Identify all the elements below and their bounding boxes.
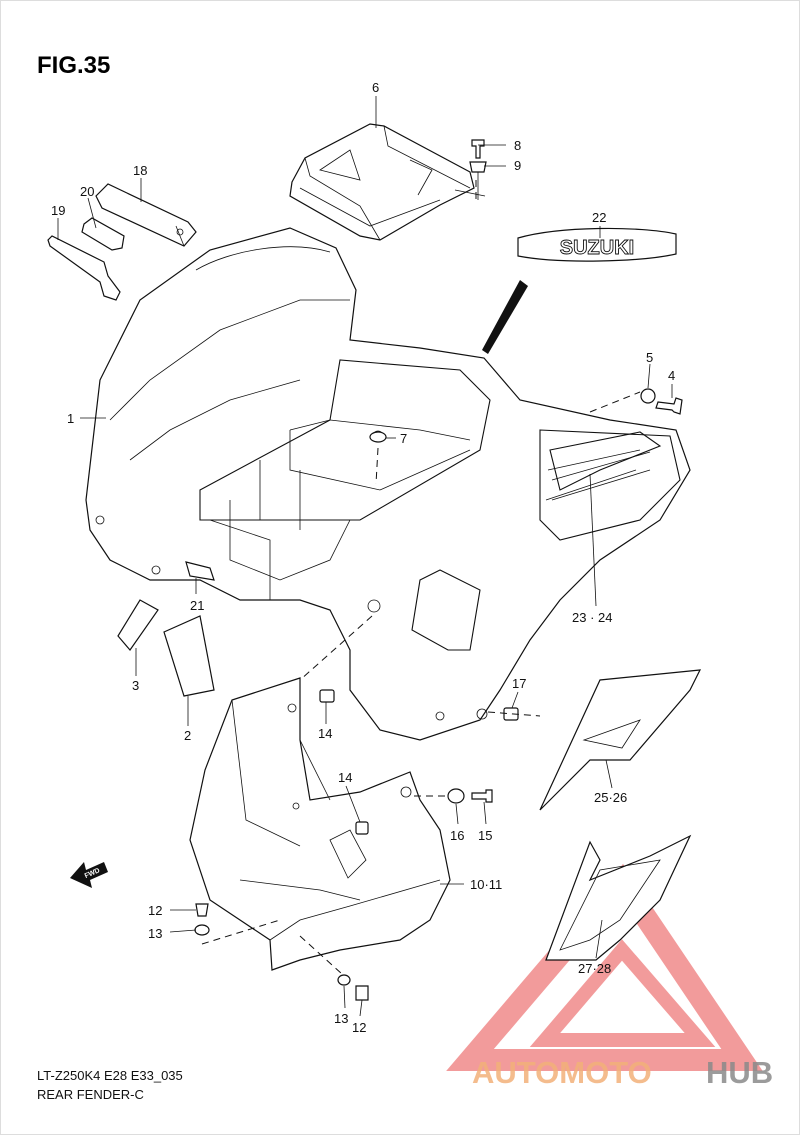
leader-lines — [57, 96, 673, 1017]
figure-title: FIG.35 — [37, 52, 110, 79]
callout-23-24: 23 · 24 — [572, 610, 612, 625]
callout-10-11: 10·11 — [470, 877, 502, 892]
callout-4: 4 — [668, 368, 675, 383]
decal-text: SUZUKI — [560, 237, 634, 259]
callout-22: 22 — [592, 210, 606, 225]
part-14-nut-lower — [355, 821, 369, 835]
callout-17: 17 — [512, 676, 526, 691]
callout-9: 9 — [514, 158, 521, 173]
part-12-bolt-lower — [355, 985, 369, 1001]
part-10-11-mud-guard — [189, 677, 451, 971]
watermark-text-hub: HUB — [706, 1055, 773, 1090]
callout-18: 18 — [133, 163, 147, 178]
watermark-triangle-outer — [446, 863, 763, 1071]
part-2-pad — [163, 615, 215, 697]
callout-25-26: 25·26 — [594, 790, 627, 805]
callout-1: 1 — [67, 411, 74, 426]
callout-21: 21 — [190, 598, 204, 613]
part-9-grommet — [469, 161, 487, 200]
callout-2: 2 — [184, 728, 191, 743]
callout-13-lower: 13 — [334, 1011, 348, 1026]
part-21-cushion — [185, 561, 215, 581]
part-7-clip — [369, 431, 387, 443]
part-20-handle — [81, 217, 125, 251]
part-6-cover — [289, 123, 486, 241]
part-19-wrench — [47, 235, 121, 301]
callout-15: 15 — [478, 828, 492, 843]
watermark-triangle-inner — [529, 939, 716, 1047]
part-22-decal: SUZUKI — [517, 227, 677, 262]
part-8-bolt — [471, 139, 485, 159]
fwd-arrow-icon: FWD — [70, 862, 108, 888]
model-code: LT-Z250K4 E28 E33_035 — [37, 1068, 183, 1083]
section-name: REAR FENDER-C — [37, 1087, 144, 1102]
callout-14-upper: 14 — [318, 726, 332, 741]
part-1-rear-fender — [85, 227, 691, 741]
callout-5: 5 — [646, 350, 653, 365]
callout-8: 8 — [514, 138, 521, 153]
part-3-pad — [117, 599, 159, 651]
part-13-washer-lower — [337, 974, 351, 986]
part-25-26-panel — [539, 669, 702, 811]
part-23-24-side-graphic — [545, 431, 662, 501]
decal-arrow — [482, 280, 528, 354]
part-4-bolt — [655, 397, 683, 415]
part-14-nut-upper — [319, 689, 335, 703]
part-16-washer — [447, 788, 465, 804]
callout-20: 20 — [80, 184, 94, 199]
callout-labels: 6 8 9 18 20 19 22 5 4 1 7 21 23 · 24 3 1… — [51, 80, 675, 1035]
callout-7: 7 — [400, 431, 407, 446]
callout-14-lower: 14 — [338, 770, 352, 785]
callout-12-lower: 12 — [352, 1020, 366, 1035]
part-27-28-graphic — [545, 834, 692, 961]
callout-6: 6 — [372, 80, 379, 95]
watermark-text-automoto: AUTOMOTO — [472, 1055, 652, 1090]
part-18-tool-bag — [95, 183, 197, 247]
part-12-bolt-upper — [195, 903, 209, 917]
part-13-washer-upper — [194, 924, 210, 936]
callout-13-upper: 13 — [148, 926, 162, 941]
watermark-text: AUTOMOTO HUB — [472, 1055, 773, 1090]
part-5-washer — [640, 388, 656, 404]
callout-12-upper: 12 — [148, 903, 162, 918]
part-15-bolt — [471, 789, 493, 803]
callout-16: 16 — [450, 828, 464, 843]
watermark-logo — [446, 863, 763, 1071]
callout-27-28: 27·28 — [578, 961, 611, 976]
callout-3: 3 — [132, 678, 139, 693]
callout-19: 19 — [51, 203, 65, 218]
